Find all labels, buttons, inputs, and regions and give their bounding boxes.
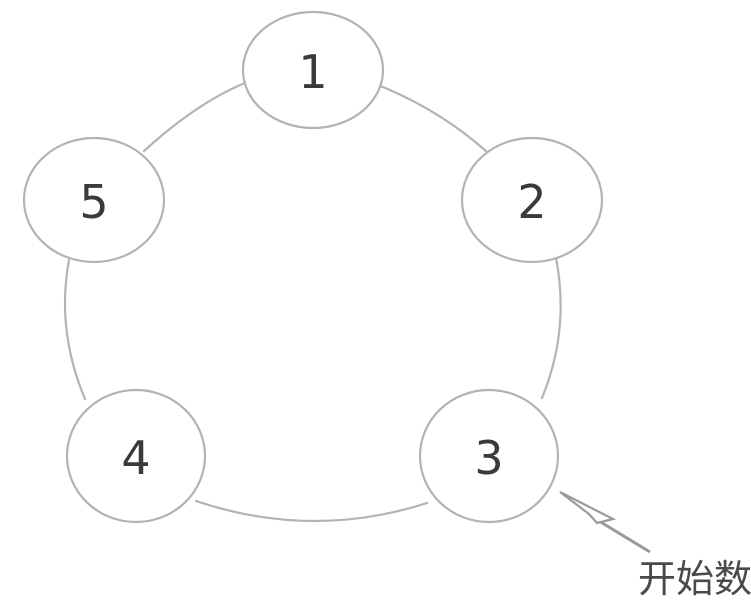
node-3[interactable]: 3 — [418, 388, 560, 524]
node-4-circle[interactable] — [65, 388, 207, 524]
node-5-circle[interactable] — [22, 136, 166, 264]
node-2[interactable]: 2 — [460, 136, 604, 264]
node-4[interactable]: 4 — [65, 388, 207, 524]
node-4-label: 4 — [121, 431, 150, 485]
node-1-circle[interactable] — [241, 10, 385, 130]
node-3-circle[interactable] — [418, 388, 560, 524]
arrow-head-icon — [559, 491, 617, 525]
node-2-circle[interactable] — [460, 136, 604, 264]
arrow-shaft-line — [593, 516, 651, 554]
arc-node1-to-node2 — [376, 83, 489, 154]
node-3-label: 3 — [474, 431, 503, 485]
node-5-label: 5 — [79, 175, 108, 229]
node-2-label: 2 — [517, 175, 546, 229]
node-5[interactable]: 5 — [22, 136, 166, 264]
arc-node2-to-node3 — [540, 256, 562, 400]
node-1-label: 1 — [298, 45, 327, 99]
start-pointer-arrow — [559, 491, 651, 554]
start-count-annotation: 开始数 — [638, 557, 751, 601]
ring-arcs-group — [63, 79, 562, 523]
node-1[interactable]: 1 — [241, 10, 385, 130]
arc-node3-to-node4 — [194, 499, 429, 523]
arc-node4-to-node5 — [63, 258, 87, 401]
arc-node5-to-node1 — [142, 79, 252, 153]
